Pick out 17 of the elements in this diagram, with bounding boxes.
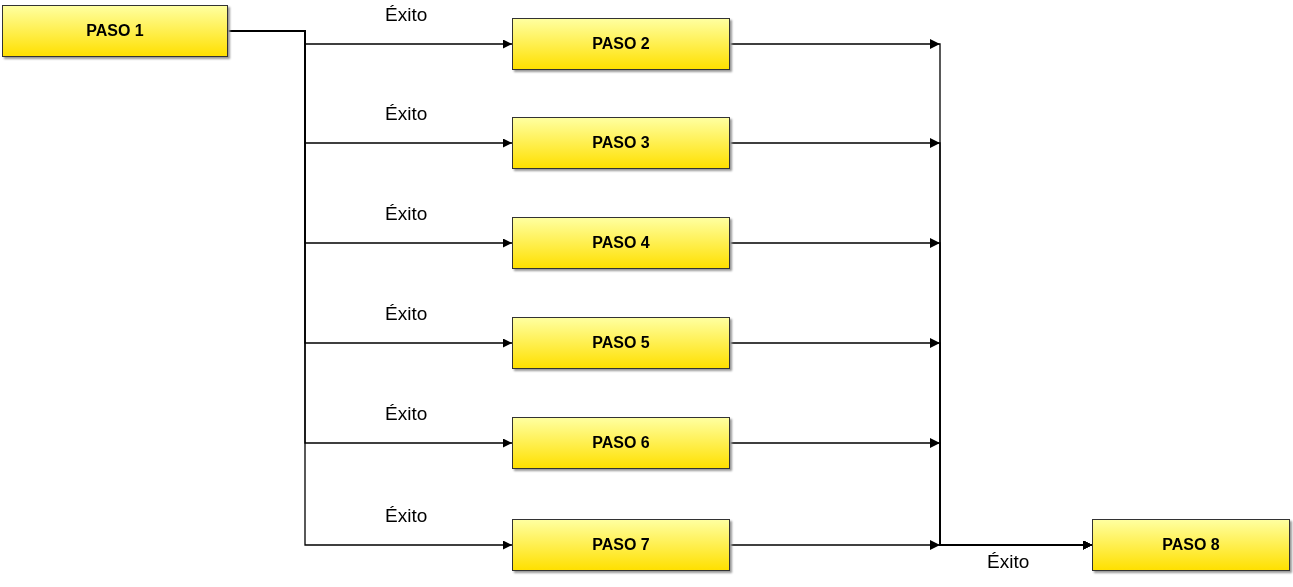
step-label: PASO 3	[592, 134, 650, 152]
step-label: PASO 1	[86, 22, 144, 40]
arrow	[729, 540, 1093, 550]
process-box	[1092, 519, 1290, 571]
step-label: PASO 4	[592, 234, 650, 252]
process-box	[2, 5, 228, 57]
step-label: PASO 5	[592, 334, 650, 352]
process-box	[512, 519, 730, 571]
process-box	[512, 117, 730, 169]
step-label: PASO 6	[592, 434, 650, 452]
process-box	[512, 417, 730, 469]
step-label: PASO 8	[1162, 536, 1220, 554]
step-label: PASO 2	[592, 35, 650, 53]
process-box	[512, 18, 730, 70]
process-box	[512, 317, 730, 369]
process-box	[512, 217, 730, 269]
step-label: PASO 7	[592, 536, 650, 554]
